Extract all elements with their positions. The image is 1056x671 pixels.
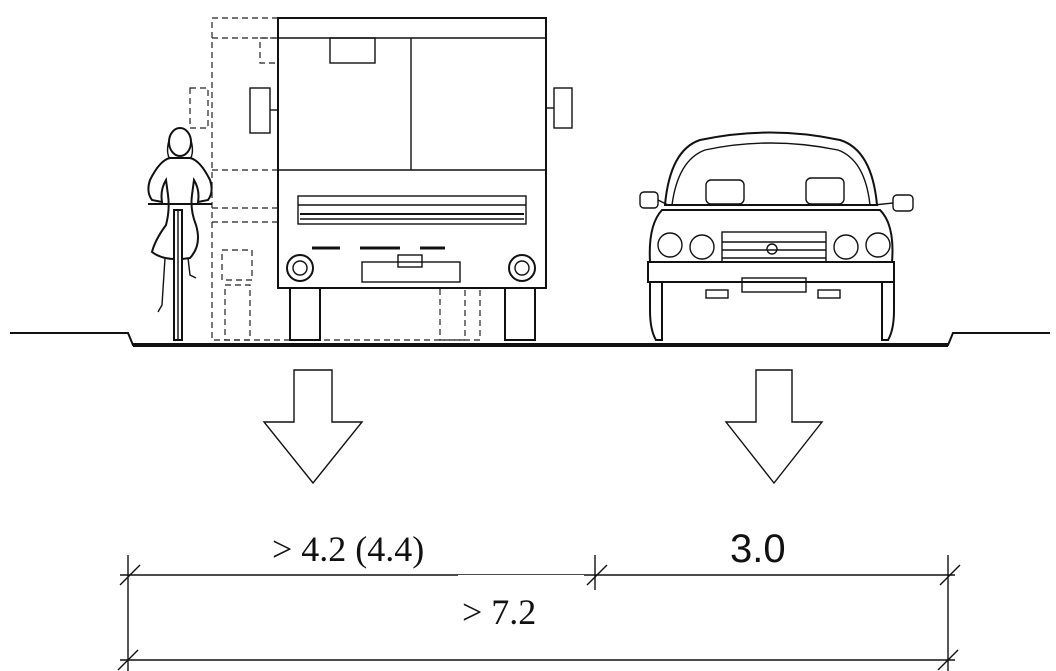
total-width-label: > 7.2 [462,592,536,632]
bus-lane-width-label: > 4.2 (4.4) [272,529,424,569]
down-arrow-icon [262,369,364,485]
road-profile [10,332,1050,347]
car-lane-width-label: 3.0 [730,527,786,571]
cyclist-icon [147,127,213,341]
car-icon [639,131,914,341]
bus-icon [249,17,573,341]
down-arrow-icon [724,369,824,485]
